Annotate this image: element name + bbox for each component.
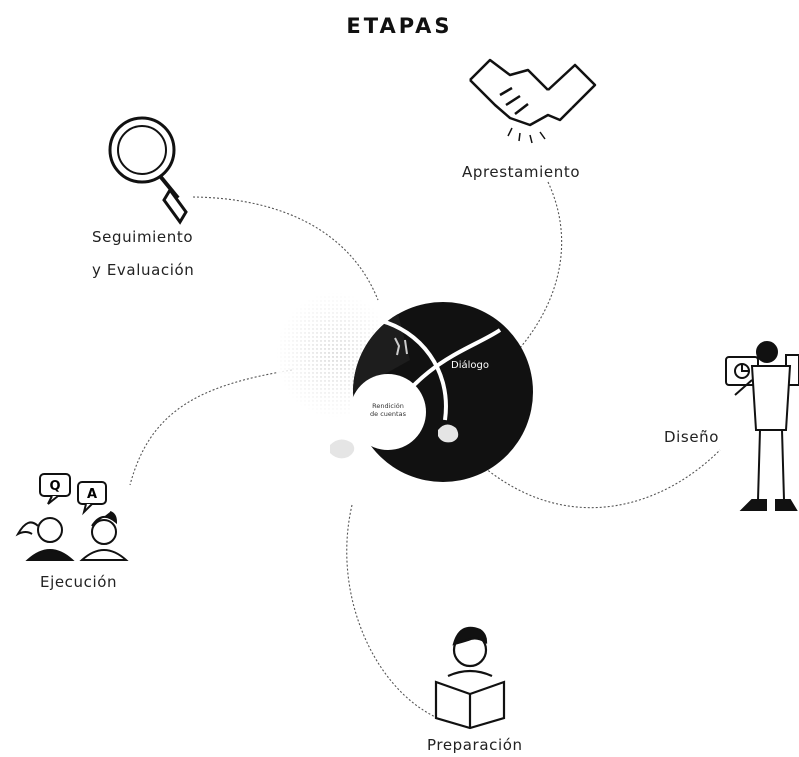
emblem-rendicion-label-2: de cuentas (370, 410, 407, 418)
qa-people-icon (15, 473, 129, 561)
stage-label-preparacion: Preparación (427, 736, 523, 754)
connector-preparacion (346, 504, 449, 723)
diagram-title: ETAPAS (346, 14, 453, 38)
qa-q-letter: Q (49, 479, 60, 494)
central-emblem: Diálogo Rendición de cuentas (330, 302, 533, 482)
reader-icon (434, 626, 506, 730)
stage-label-seguimiento: Seguimiento (92, 228, 194, 246)
emblem-left-sector (352, 314, 410, 392)
stage-label-ejecucion: Ejecución (40, 573, 118, 591)
connector-lines (129, 181, 721, 723)
presenter-icon (725, 341, 799, 511)
connector-aprestamiento (519, 181, 563, 349)
handshake-icon (469, 58, 597, 144)
connector-seguimiento (192, 196, 379, 301)
magnifier-icon (108, 116, 188, 225)
emblem-rendicion-label-1: Rendición (372, 402, 404, 410)
emblem-dialogo-label: Diálogo (451, 359, 489, 371)
stage-label-apprestamiento: Aprestamiento (462, 163, 581, 181)
connector-diseno (469, 449, 721, 509)
qa-a-letter: A (87, 487, 97, 502)
stage-label-evaluacion: y Evaluación (92, 261, 195, 279)
emblem-inner-circle (350, 374, 426, 450)
connector-ejecucion (129, 369, 293, 486)
stage-label-diseno: Diseño (664, 428, 720, 446)
